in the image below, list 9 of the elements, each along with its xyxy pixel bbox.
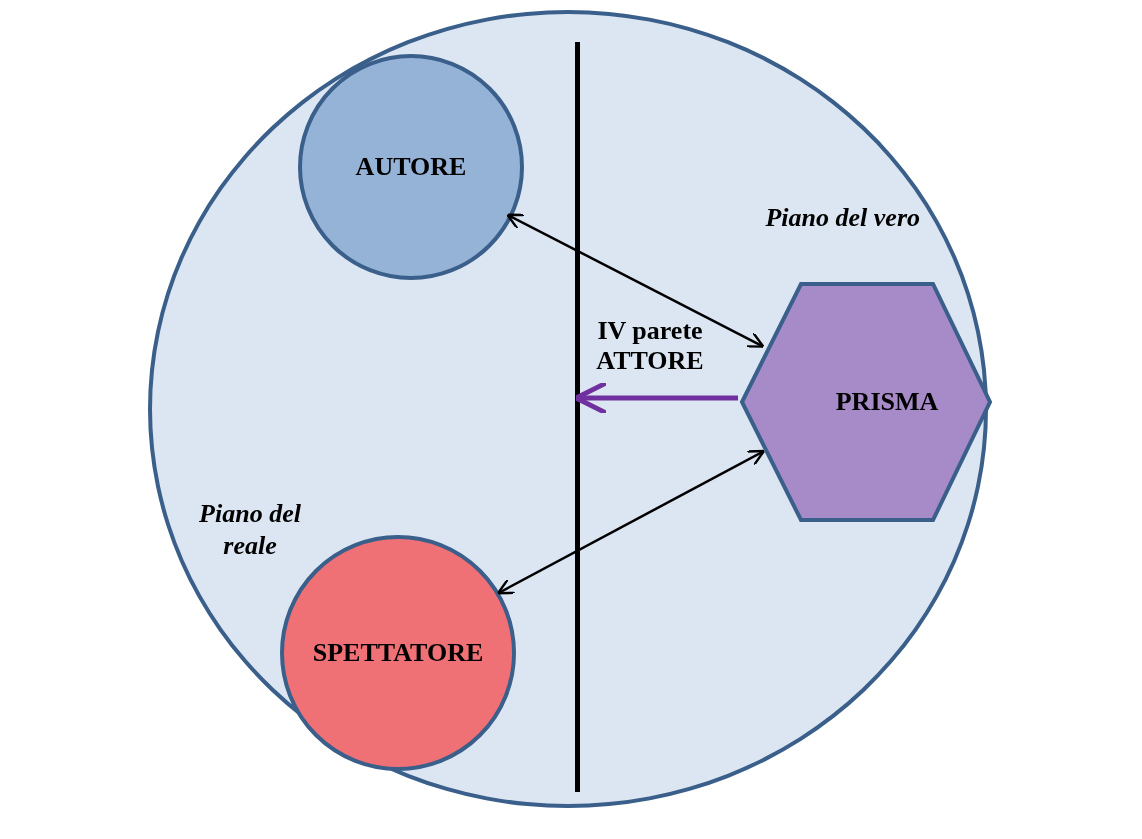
arrow [506, 213, 765, 348]
role-label: PRISMA [834, 387, 940, 417]
role-label: SPETTATORE [311, 638, 485, 668]
arrow [496, 449, 766, 595]
arrow [573, 380, 738, 416]
plane-caption: Piano del vero [764, 202, 920, 234]
edge-label: IV parete ATTORE [595, 316, 705, 376]
role-label: AUTORE [354, 152, 468, 182]
plane-caption: Piano del reale [198, 498, 302, 562]
